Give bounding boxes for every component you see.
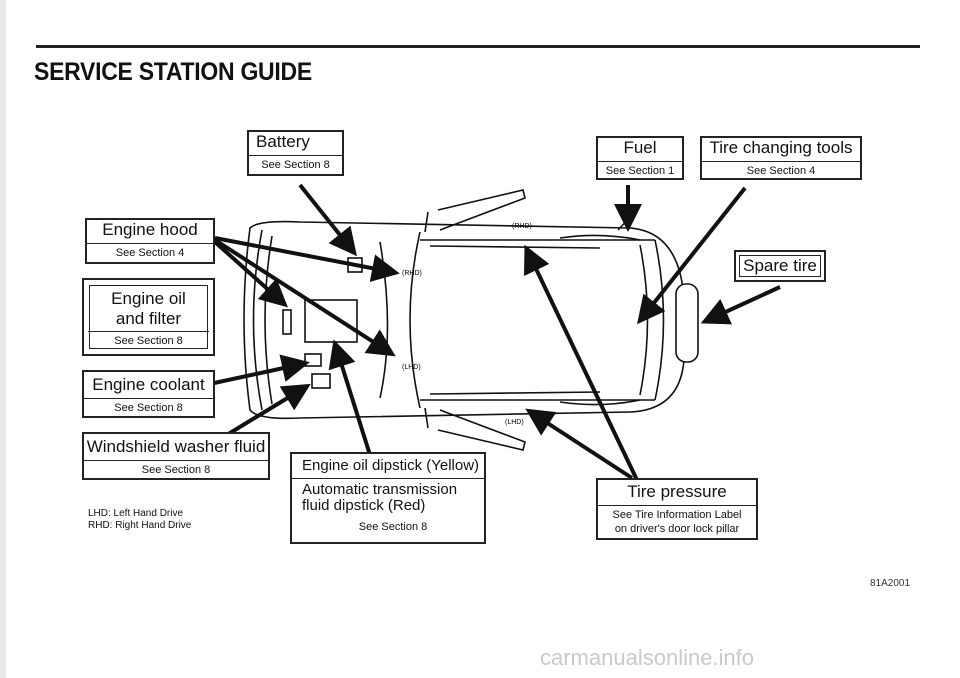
tire-pressure-sub2: on driver's door lock pillar: [614, 523, 740, 535]
callout-divider: [247, 155, 344, 156]
lhd-door-label: (LHD): [505, 419, 524, 426]
battery-sub: See Section 8: [261, 159, 330, 171]
coolant-sub: See Section 8: [114, 402, 183, 414]
dipstick-callout: Engine oil dipstick (Yellow) Automatic t…: [290, 452, 486, 544]
callout-divider: [88, 331, 209, 332]
tire-pressure-arrow-rhd: [523, 244, 639, 481]
tire-pressure-title: Tire pressure: [627, 482, 727, 501]
spare-tire-arrow: [700, 285, 781, 325]
engine-hood-callout: Engine hood See Section 4: [85, 218, 215, 264]
page-title: SERVICE STATION GUIDE: [34, 58, 312, 86]
coolant-arrow: [204, 354, 310, 387]
dipstick-arrow: [328, 339, 372, 456]
washer-title: Windshield washer fluid: [86, 437, 266, 456]
engine-oil-title-2: and filter: [115, 309, 182, 328]
tire-tools-arrow: [637, 186, 747, 325]
header-rule: [36, 45, 920, 48]
spare-tire-title: Spare tire: [743, 256, 817, 275]
hood-arrow-oil: [213, 240, 288, 308]
engine-hood-sub: See Section 4: [115, 247, 185, 259]
dipstick-line2: Automatic transmission: [302, 481, 458, 498]
pointer-arrows: [204, 183, 781, 481]
fuel-title: Fuel: [623, 138, 657, 157]
coolant-title: Engine coolant: [92, 375, 205, 394]
callout-inner-frame: [739, 255, 821, 277]
tire-pressure-sub1: See Tire Information Label: [612, 509, 742, 521]
engine-oil-title: Engine oil: [111, 289, 186, 308]
tire-pressure-arrow-lhd: [525, 408, 634, 480]
fuel-sub: See Section 1: [605, 165, 675, 177]
callout-divider: [82, 398, 215, 399]
figure-code: 81A2001: [870, 578, 911, 589]
tire-tools-sub: See Section 4: [746, 165, 816, 177]
dipstick-line1: Engine oil dipstick (Yellow): [302, 457, 480, 474]
page-edge-shadow: [0, 0, 6, 678]
tire-pressure-callout: Tire pressure See Tire Information Label…: [596, 478, 758, 540]
battery-callout: Battery See Section 8: [247, 130, 344, 176]
engine-hood-title: Engine hood: [102, 220, 198, 239]
rhd-battery-label: (RHD): [402, 270, 422, 277]
engine-oil-sub: See Section 8: [114, 335, 183, 347]
watermark: carmanualsonline.info: [540, 645, 755, 670]
tire-tools-title: Tire changing tools: [709, 138, 853, 157]
lhd-battery-label: (LHD): [402, 364, 421, 371]
callout-divider: [596, 505, 758, 506]
washer-arrow: [223, 383, 311, 438]
callout-divider: [596, 161, 684, 162]
callout-inner-frame: [89, 285, 208, 349]
dipstick-sub: See Section 8: [358, 521, 428, 533]
fuel-callout: Fuel See Section 1: [596, 136, 684, 180]
battery-arrow: [298, 183, 357, 257]
callout-divider: [85, 243, 215, 244]
battery-title: Battery: [256, 132, 310, 151]
legend: LHD: Left Hand Drive RHD: Right Hand Dri…: [88, 508, 191, 532]
dipstick-line3: fluid dipstick (Red): [302, 497, 426, 514]
car-outline: [243, 189, 699, 451]
hood-arrow-lhd: [213, 238, 396, 357]
engine-oil-callout: Engine oil and filter See Section 8: [82, 278, 215, 356]
hood-arrow-rhd: [214, 236, 400, 282]
coolant-callout: Engine coolant See Section 8: [82, 370, 215, 418]
legend-lhd: LHD: Left Hand Drive: [88, 508, 184, 519]
spare-tire-callout: Spare tire: [734, 250, 826, 282]
callout-divider: [82, 460, 270, 461]
callout-divider: [290, 478, 486, 479]
tire-tools-callout: Tire changing tools See Section 4: [700, 136, 862, 180]
washer-callout: Windshield washer fluid See Section 8: [82, 432, 270, 480]
rhd-door-label: (RHD): [512, 223, 532, 230]
washer-sub: See Section 8: [141, 464, 211, 476]
legend-rhd: RHD: Right Hand Drive: [88, 520, 192, 531]
callout-divider: [700, 161, 862, 162]
